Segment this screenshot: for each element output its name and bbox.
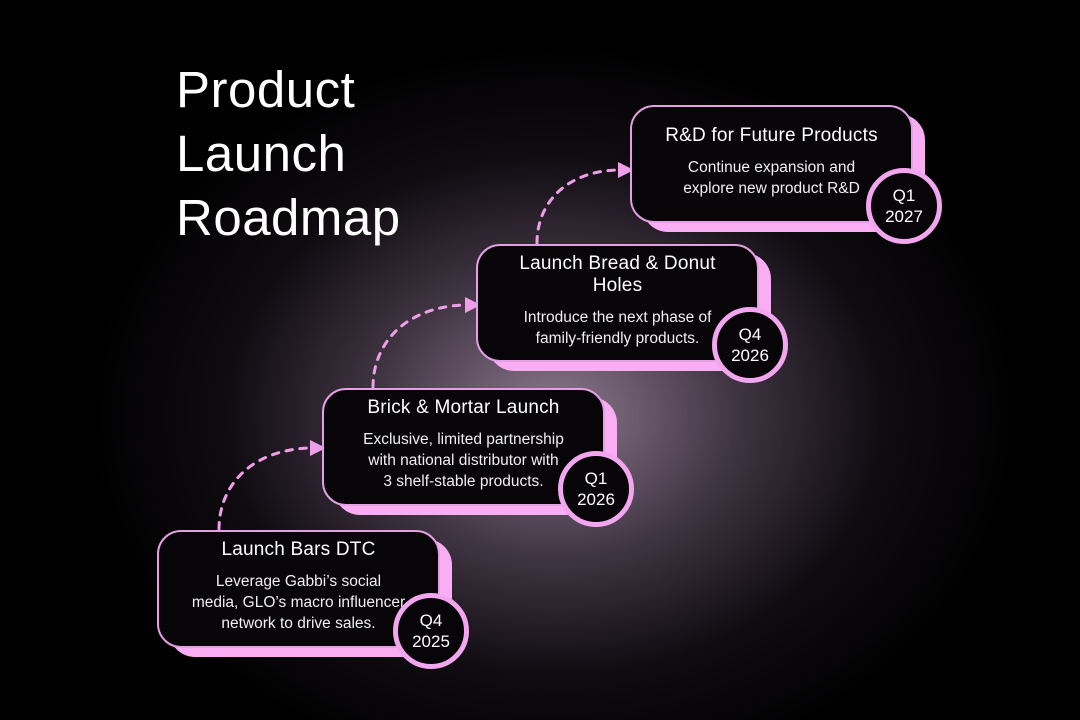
badge-year: 2025 bbox=[412, 632, 450, 651]
badge-quarter: Q4 bbox=[738, 325, 762, 344]
connector-arrow-1 bbox=[217, 440, 326, 531]
card-body: Launch Bars DTC Leverage Gabbi’s social … bbox=[157, 530, 440, 648]
badge-year: 2026 bbox=[731, 346, 769, 365]
milestone-date-badge: Q4 2026 bbox=[712, 307, 788, 383]
card-body: Brick & Mortar Launch Exclusive, limited… bbox=[322, 388, 605, 506]
milestone-description: Exclusive, limited partnership with nati… bbox=[363, 431, 564, 491]
milestone-card-4: R&D for Future Products Continue expansi… bbox=[630, 105, 942, 244]
badge-quarter: Q4 bbox=[419, 611, 443, 630]
badge-year: 2026 bbox=[577, 490, 615, 509]
badge-quarter: Q1 bbox=[584, 469, 608, 488]
milestone-card-2: Brick & Mortar Launch Exclusive, limited… bbox=[322, 388, 634, 527]
card-body: R&D for Future Products Continue expansi… bbox=[630, 105, 913, 223]
milestone-card-1: Launch Bars DTC Leverage Gabbi’s social … bbox=[157, 530, 469, 669]
milestone-description: Leverage Gabbi’s social media, GLO’s mac… bbox=[191, 573, 406, 633]
milestone-card-3: Launch Bread & Donut Holes Introduce the… bbox=[476, 244, 788, 383]
connector-arrow-3 bbox=[535, 162, 634, 245]
badge-quarter: Q1 bbox=[892, 186, 916, 205]
milestone-title: R&D for Future Products bbox=[665, 125, 878, 147]
milestone-title: Launch Bars DTC bbox=[221, 539, 376, 561]
milestone-description: Introduce the next phase of family-frien… bbox=[523, 309, 712, 348]
milestone-date-badge: Q1 2027 bbox=[866, 168, 942, 244]
milestone-date-badge: Q1 2026 bbox=[558, 451, 634, 527]
connector-arrow-2 bbox=[371, 297, 481, 389]
milestone-title: Launch Bread & Donut Holes bbox=[519, 252, 716, 297]
milestone-title: Brick & Mortar Launch bbox=[367, 397, 560, 419]
page-title: Product Launch Roadmap bbox=[176, 61, 401, 246]
card-body: Launch Bread & Donut Holes Introduce the… bbox=[476, 244, 759, 362]
milestone-date-badge: Q4 2025 bbox=[393, 593, 469, 669]
badge-year: 2027 bbox=[885, 207, 923, 226]
milestone-description: Continue expansion and explore new produ… bbox=[683, 158, 860, 197]
